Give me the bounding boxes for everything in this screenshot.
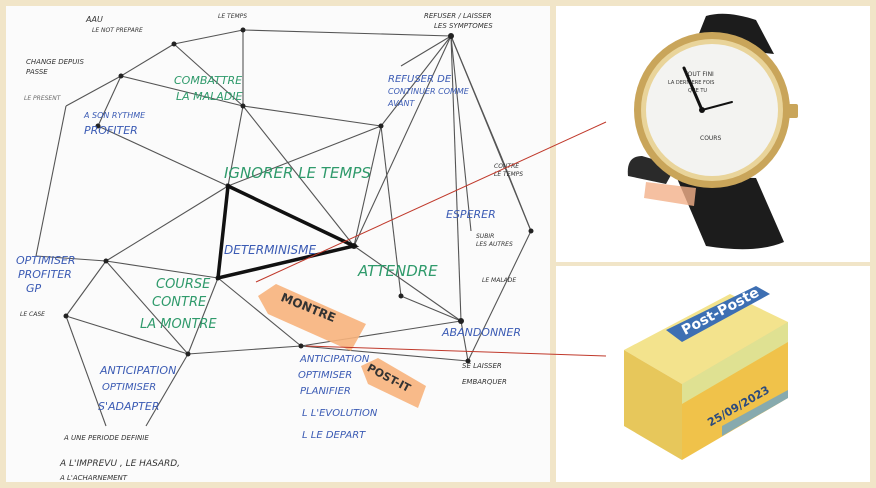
postit-tag: POST-IT xyxy=(361,358,426,408)
board-label: REFUSER / LAISSER xyxy=(424,12,492,20)
montre-tag: MONTRE xyxy=(258,284,366,351)
board-label: OPTIMISER xyxy=(298,370,352,381)
board-label: L LE DEPART xyxy=(302,430,366,441)
board-label: LE MALADE xyxy=(482,277,516,284)
board-label: ABANDONNER xyxy=(441,326,521,339)
determinism-triangle xyxy=(215,183,360,281)
board-label: PROFITER xyxy=(84,124,138,137)
board-label: CONTINUER COMME xyxy=(388,87,470,96)
board-label: ANTICIPATION xyxy=(299,354,370,365)
board-label: LE TEMPS xyxy=(218,13,247,20)
board-label: AVANT xyxy=(387,99,415,108)
postit-box-photo: Post-Poste 25/09/2023 xyxy=(556,266,870,482)
board-label: PROFITER xyxy=(18,268,72,281)
board-label: L L'EVOLUTION xyxy=(302,408,378,419)
board-label: SUBIR xyxy=(476,233,494,240)
dial-text: COURS xyxy=(700,135,721,142)
board-label: CONTRE xyxy=(152,295,207,310)
whiteboard-photo: MONTRE POST-IT AAU LE NOT PREPARE LE TEM… xyxy=(6,6,550,482)
board-label: SE LAISSER xyxy=(462,362,502,370)
board-label: LE CASE xyxy=(20,311,45,318)
board-label: LES AUTRES xyxy=(476,241,513,248)
postit-box-illustration: Post-Poste 25/09/2023 xyxy=(624,285,788,460)
board-label: LA MONTRE xyxy=(140,317,217,332)
board-label: GP xyxy=(26,282,42,295)
board-label: A L'ACHARNEMENT xyxy=(59,474,128,482)
board-label: A UNE PERIODE DEFINIE xyxy=(63,434,149,442)
board-label: COMBATTRE xyxy=(174,74,242,87)
board-label: ANTICIPATION xyxy=(99,364,176,377)
hour-hand xyxy=(682,66,704,112)
board-label: LES SYMPTOMES xyxy=(434,22,493,30)
watch-photo: TOUT FINI LA DERNIERE FOIS QUE TU COURS xyxy=(556,6,870,262)
board-label: ESPERER xyxy=(446,208,496,221)
board-label: LA MALADIE xyxy=(176,90,243,103)
minute-hand xyxy=(701,101,733,111)
board-label: PASSE xyxy=(26,68,48,76)
whiteboard-drawing: MONTRE POST-IT AAU LE NOT PREPARE LE TEM… xyxy=(16,12,534,482)
watch-illustration: TOUT FINI LA DERNIERE FOIS QUE TU COURS xyxy=(627,13,798,250)
dial-text: TOUT FINI xyxy=(683,71,714,78)
board-label: LE PRESENT xyxy=(24,95,62,102)
board-label: COURSE xyxy=(156,277,211,292)
board-label: REFUSER DE xyxy=(388,74,452,85)
board-label: S'ADAPTER xyxy=(98,400,159,413)
board-label: ATTENDRE xyxy=(357,262,438,280)
board-label: EMBARQUER xyxy=(462,378,507,386)
dial-text: QUE TU xyxy=(688,88,707,94)
board-label: AAU xyxy=(85,15,103,24)
board-label: OPTIMISER xyxy=(16,254,76,267)
board-label: CHANGE DEPUIS xyxy=(26,58,84,66)
board-label: LE TEMPS xyxy=(494,171,523,178)
board-label: PLANIFIER xyxy=(300,386,351,397)
board-label: A L'IMPREVU , LE HASARD, xyxy=(59,459,180,469)
board-label: IGNORER LE TEMPS xyxy=(224,164,371,182)
board-label: DETERMINISME xyxy=(224,243,316,257)
board-label: OPTIMISER xyxy=(102,382,156,393)
board-label: A SON RYTHME xyxy=(83,111,146,120)
board-label: LE NOT PREPARE xyxy=(92,27,143,34)
board-label: CONTRE xyxy=(494,163,519,170)
